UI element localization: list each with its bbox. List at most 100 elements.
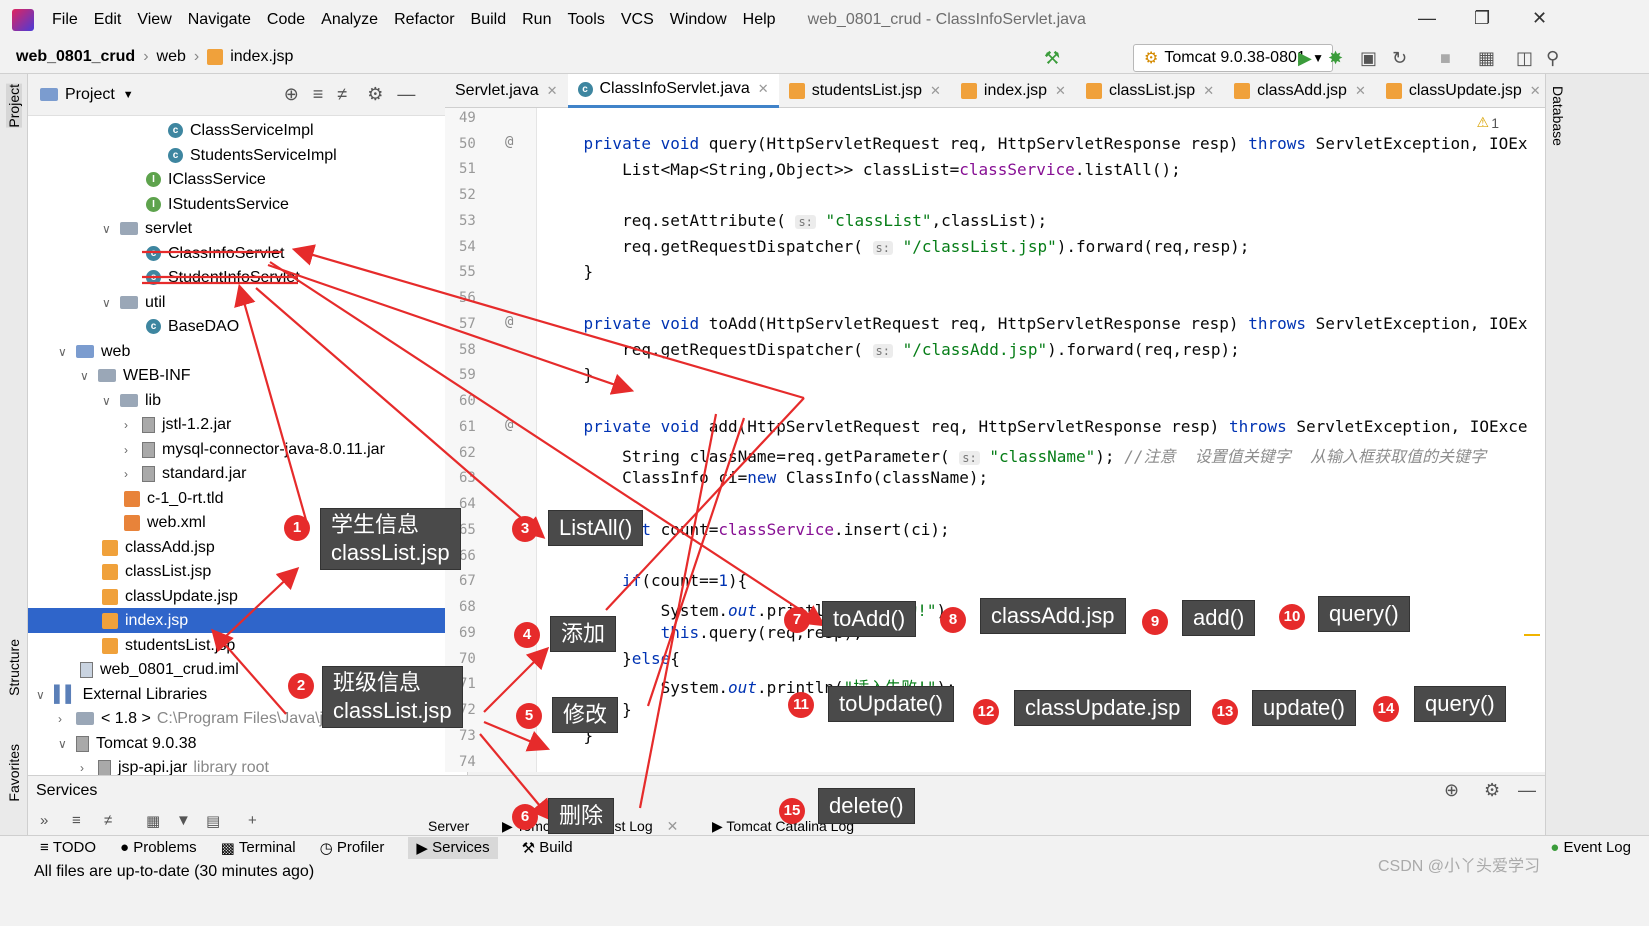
services-tool-button[interactable]: ▶ Services — [408, 836, 498, 859]
menu-code[interactable]: Code — [266, 11, 306, 28]
profiler-tool-button[interactable]: ◷ Profiler — [320, 839, 385, 857]
close-icon[interactable]: ✕ — [1529, 82, 1541, 98]
tree-item[interactable]: web.xml — [28, 510, 466, 535]
project-structure-icon[interactable]: ▦ — [1478, 48, 1496, 68]
close-icon[interactable]: ✕ — [546, 82, 558, 98]
collapse-all-icon[interactable]: ≠ — [337, 84, 348, 104]
add-icon[interactable]: + — [248, 812, 257, 829]
chevron-right-icon[interactable]: › — [124, 442, 128, 457]
close-icon[interactable]: ✕ — [1532, 8, 1548, 28]
menu-navigate[interactable]: Navigate — [187, 11, 251, 28]
tree-item-selected[interactable]: index.jsp — [28, 608, 466, 633]
minimize-icon[interactable]: — — [1418, 8, 1436, 28]
tree-item[interactable]: web_0801_crud.iml — [28, 657, 466, 682]
override-marker-icon[interactable]: @ — [505, 314, 514, 330]
tree-item[interactable]: ∨Tomcat 9.0.38 — [28, 731, 466, 756]
chevron-down-icon[interactable]: ∨ — [36, 687, 45, 702]
close-icon[interactable]: ✕ — [929, 82, 941, 98]
layout-icon[interactable]: ◫ — [1516, 48, 1534, 68]
menu-window[interactable]: Window — [669, 11, 727, 28]
problems-tool-button[interactable]: ● Problems — [120, 839, 197, 856]
tab-classadd-jsp[interactable]: classAdd.jsp✕ — [1224, 74, 1376, 108]
menu-tools[interactable]: Tools — [567, 11, 605, 28]
expand-all-icon[interactable]: ≡ — [312, 84, 324, 104]
chevron-down-icon[interactable]: ∨ — [80, 368, 89, 383]
tree-item[interactable]: ›mysql-connector-java-8.0.11.jar — [28, 437, 466, 462]
chevron-right-icon[interactable]: › — [58, 711, 62, 726]
build-hammer-icon[interactable]: ⚒ — [1044, 48, 1061, 68]
menu-vcs[interactable]: VCS — [620, 11, 654, 28]
breadcrumb-file[interactable]: index.jsp — [230, 47, 294, 65]
menu-analyze[interactable]: Analyze — [321, 11, 379, 28]
tree-item[interactable]: ∨lib — [28, 388, 466, 413]
tree-item[interactable]: classUpdate.jsp — [28, 584, 466, 609]
filter-icon[interactable]: ▼ — [176, 812, 191, 829]
favorites-tool-button[interactable]: Favorites — [6, 744, 22, 802]
close-icon[interactable]: ✕ — [1055, 82, 1066, 98]
tree-item[interactable]: c-1_0-rt.tld — [28, 486, 466, 511]
gear-icon[interactable]: ⚙ — [1484, 780, 1501, 800]
warning-icon[interactable]: ⚠ — [1476, 114, 1489, 130]
chevron-down-icon[interactable]: ∨ — [58, 736, 67, 751]
hide-icon[interactable]: — — [1518, 780, 1536, 800]
tree-item[interactable]: classAdd.jsp — [28, 535, 466, 560]
tree-item[interactable]: ∨WEB-INF — [28, 363, 466, 388]
tab-index-jsp[interactable]: index.jsp✕ — [951, 74, 1076, 108]
tab-servlet-java[interactable]: Servlet.java✕ — [445, 74, 568, 108]
close-icon[interactable]: ✕ — [1354, 82, 1366, 98]
search-icon[interactable]: ⚲ — [1546, 48, 1560, 68]
chevron-right-icon[interactable]: › — [124, 417, 128, 432]
tree-item[interactable]: ∨util — [28, 290, 466, 315]
menu-file[interactable]: File — [52, 11, 78, 28]
locate-icon[interactable]: ⊕ — [283, 84, 299, 104]
breadcrumb-web[interactable]: web — [156, 47, 186, 65]
todo-tool-button[interactable]: ≡ TODO — [40, 839, 96, 856]
menu-build[interactable]: Build — [470, 11, 507, 28]
chevron-down-icon[interactable]: ∨ — [102, 393, 111, 408]
terminal-tool-button[interactable]: ▩ Terminal — [221, 839, 296, 857]
menu-view[interactable]: View — [137, 11, 172, 28]
debug-icon[interactable]: ✸ — [1328, 48, 1344, 68]
chevron-right-icon[interactable]: › — [124, 466, 128, 481]
menu-run[interactable]: Run — [522, 11, 552, 28]
tree-item[interactable]: ∨▌▌External Libraries — [28, 682, 466, 707]
tree-item[interactable]: studentsList.jsp — [28, 633, 466, 658]
group-icon[interactable]: ▦ — [146, 813, 161, 830]
tab-studentslist-jsp[interactable]: studentsList.jsp✕ — [779, 74, 951, 108]
chevron-down-icon[interactable]: ▼ — [122, 88, 134, 101]
override-marker-icon[interactable]: @ — [505, 417, 514, 433]
build-tool-button[interactable]: ⚒ Build — [522, 839, 573, 857]
tree-item[interactable]: classList.jsp — [28, 559, 466, 584]
add-service-icon[interactable]: ⊕ — [1444, 780, 1460, 800]
expand-icon[interactable]: » — [40, 812, 49, 829]
chevron-down-icon[interactable]: ∨ — [102, 295, 111, 310]
tree-item[interactable]: ∨servlet — [28, 216, 466, 241]
stop-icon[interactable]: ■ — [1440, 48, 1451, 68]
close-icon[interactable]: ✕ — [666, 818, 679, 834]
structure-tool-button[interactable]: Structure — [6, 639, 22, 696]
gear-icon[interactable]: ⚙ — [367, 84, 384, 104]
profile-icon[interactable]: ↻ — [1392, 48, 1408, 68]
hide-icon[interactable]: — — [397, 84, 416, 104]
menu-refactor[interactable]: Refactor — [394, 11, 455, 28]
code-editor[interactable]: 49 50 51 52 53 54 55 56 57 58 59 60 61 6… — [445, 108, 1545, 772]
project-tool-button[interactable]: Project — [6, 84, 22, 128]
server-tab[interactable]: Server — [428, 818, 470, 834]
tab-classlist-jsp[interactable]: classList.jsp✕ — [1076, 74, 1224, 108]
run-configuration-select[interactable]: ⚙ Tomcat 9.0.38-0801 ▼ — [1133, 44, 1333, 72]
expand-all-icon[interactable]: ≡ — [72, 812, 81, 829]
chevron-down-icon[interactable]: ∨ — [102, 221, 111, 236]
project-panel-title[interactable]: Project — [65, 85, 115, 103]
override-marker-icon[interactable]: @ — [505, 134, 514, 150]
tree-item[interactable]: ›jstl-1.2.jar — [28, 412, 466, 437]
close-icon[interactable]: ✕ — [757, 81, 769, 96]
